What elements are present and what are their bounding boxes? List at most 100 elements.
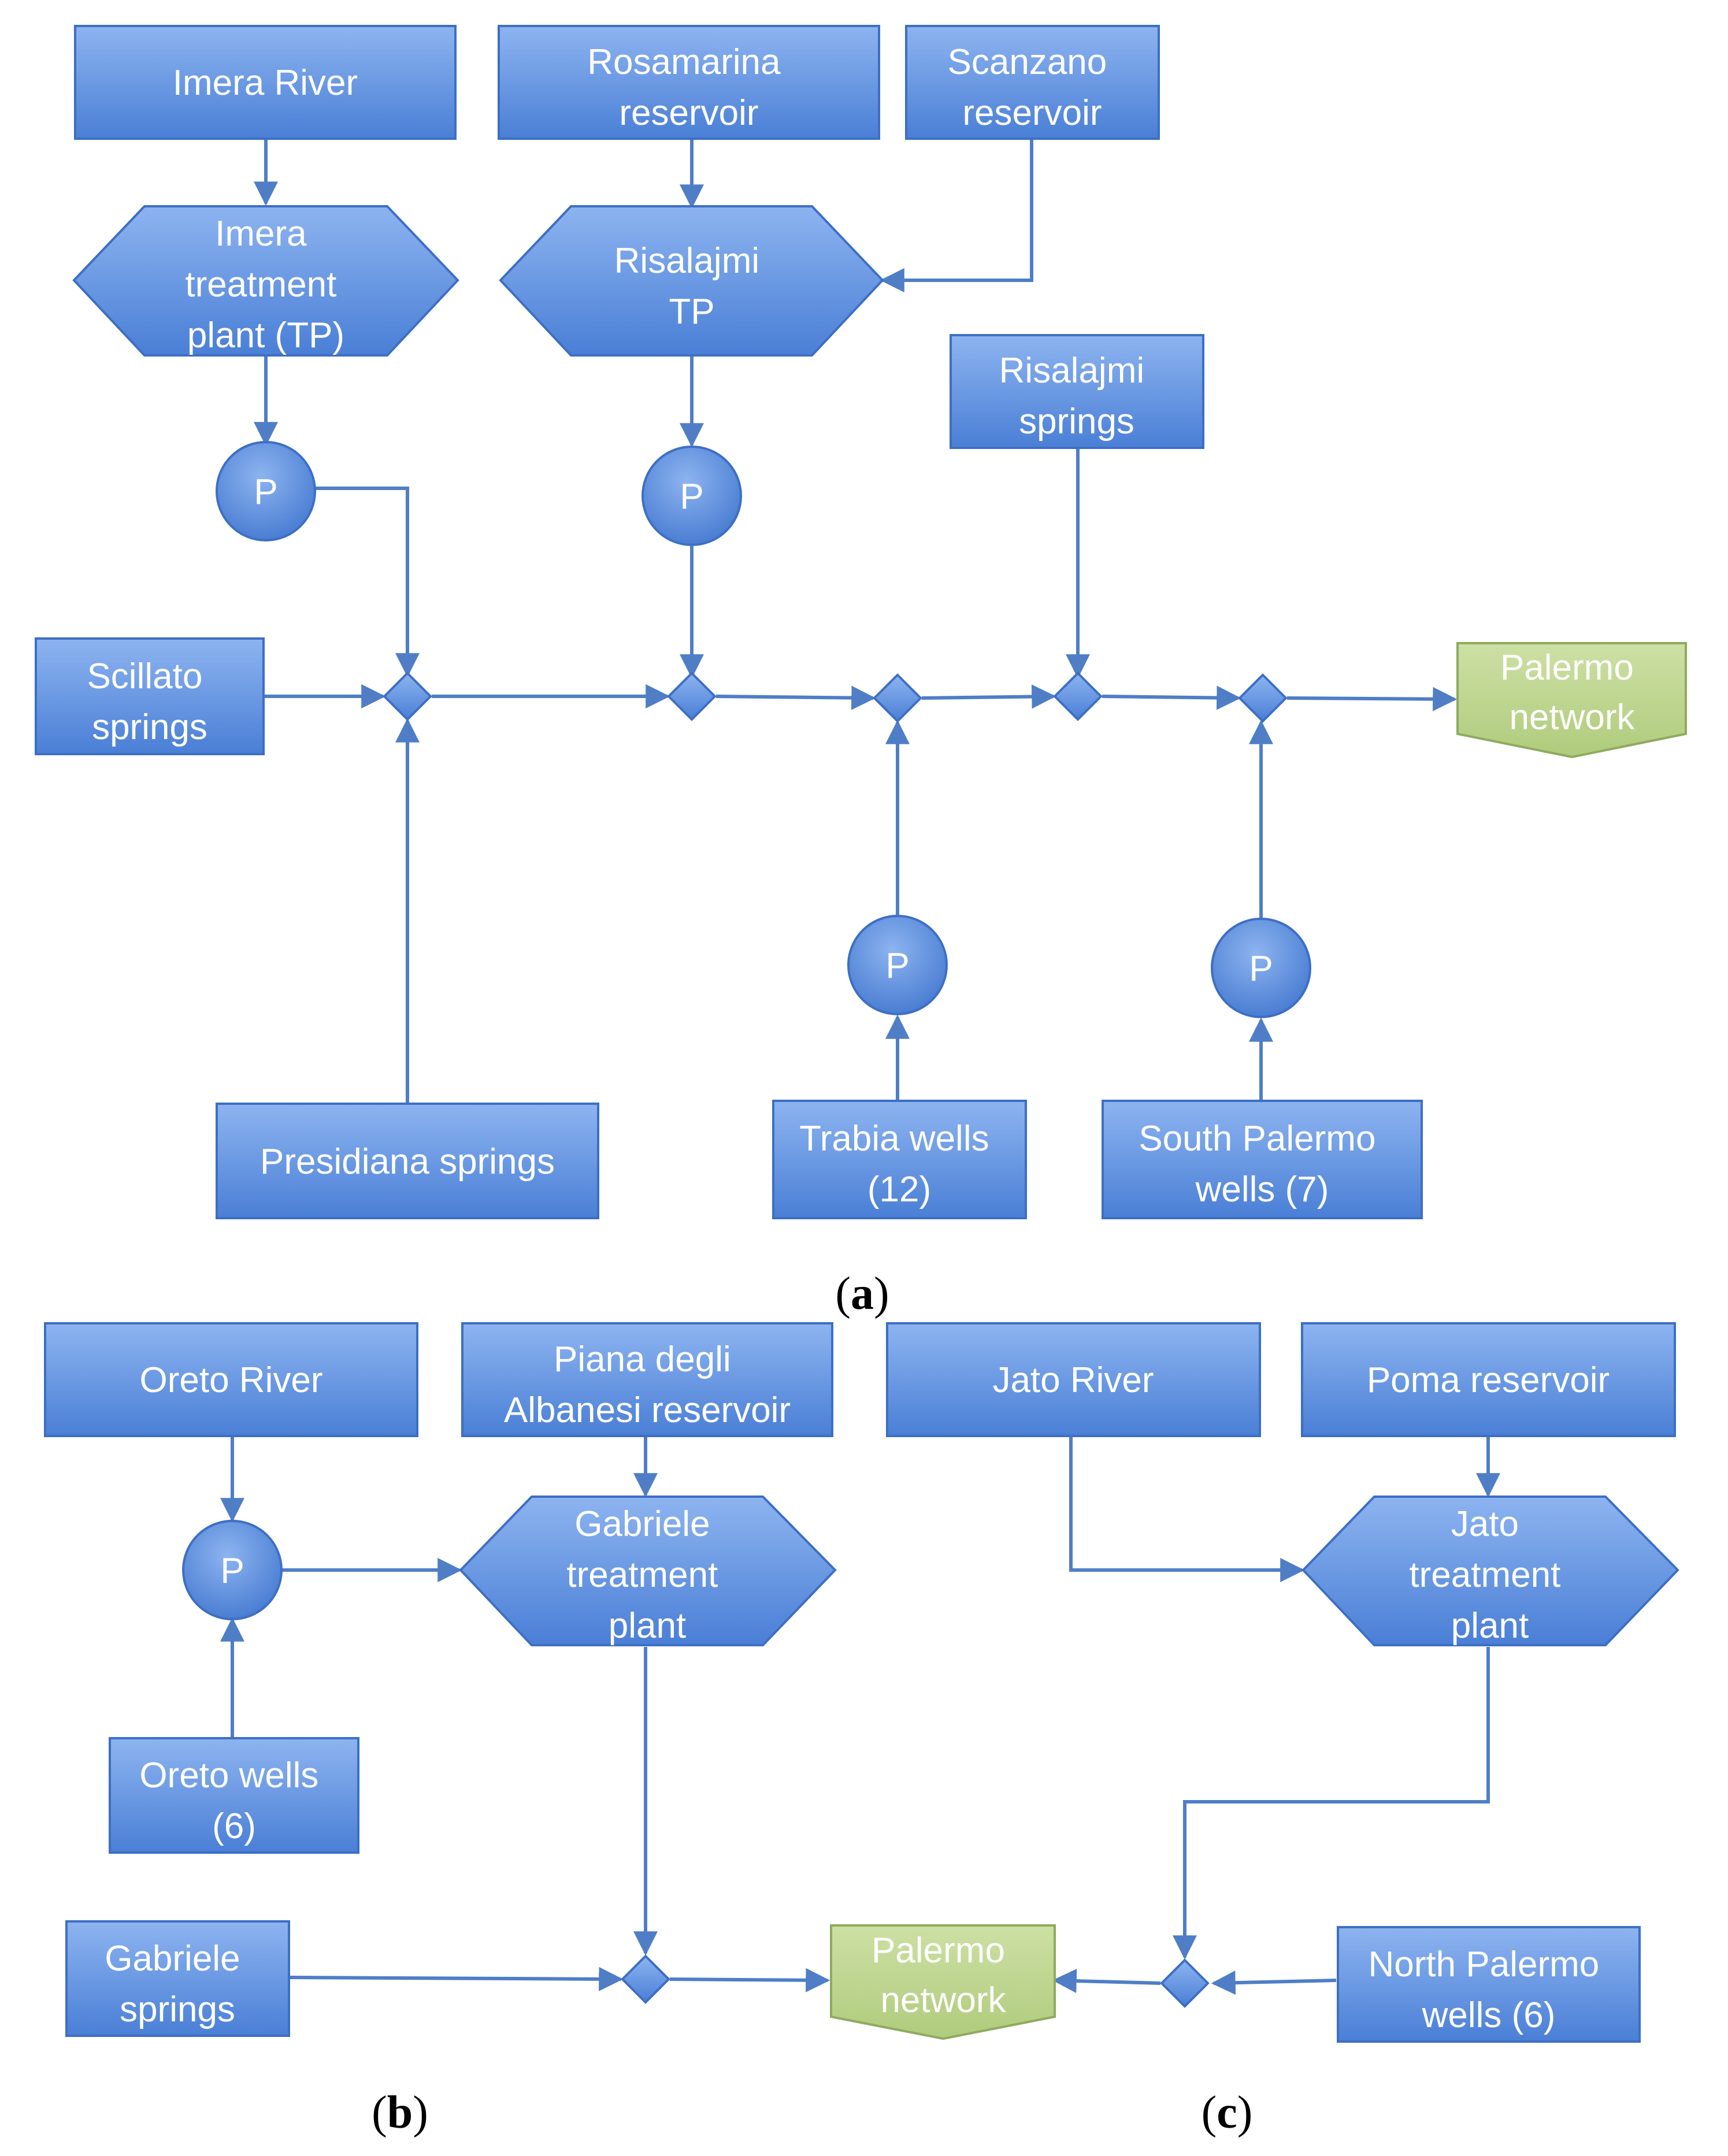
node-label: (6): [212, 1806, 256, 1846]
svg-text:Imera River: Imera River: [173, 63, 358, 103]
node-label: Albanesi reservoir: [504, 1390, 791, 1430]
svg-text:Scanzano reservoir: Scanzano reservoir: [948, 42, 1117, 133]
junction-a2: [667, 671, 717, 721]
node-palermo-network-a: Palermo network: [1456, 642, 1687, 759]
svg-text:Rosamarina reservoir: Rosamarina reservoir: [587, 42, 790, 133]
node-label: Presidiana springs: [260, 1142, 555, 1182]
node-rosamarina-reservoir: Rosamarina reservoir: [498, 25, 880, 140]
node-jato-treatment-plant: Jato treatment plant: [1301, 1496, 1679, 1646]
node-pump-b: P: [182, 1520, 283, 1620]
junction-a4: [1053, 671, 1103, 721]
node-label: Palermo: [872, 1931, 1005, 1971]
svg-text:Piana degli Albanesi r: Piana degli Albanesi reservoir: [504, 1339, 791, 1430]
svg-text:Poma reservoir: Poma reservoir: [1367, 1360, 1610, 1400]
node-label: Gabriele: [574, 1504, 710, 1544]
node-label: wells (6): [1422, 1995, 1556, 2035]
node-label: Rosamarina: [587, 42, 781, 82]
edge-gabriele-springs-to-junction: [288, 1966, 624, 1991]
pump-label: P: [254, 472, 277, 512]
node-label: springs: [120, 1990, 235, 2029]
svg-text:Gabriele springs: Gabriele springs: [105, 1939, 250, 2029]
node-label: Imera River: [173, 63, 358, 103]
node-label: Poma reservoir: [1367, 1360, 1610, 1400]
node-imera-treatment-plant: Imera treatment plant (TP): [72, 205, 459, 357]
node-gabriele-treatment-plant: Gabriele treatment plant: [459, 1496, 837, 1646]
svg-text:Risalajmi TP: Risalajmi TP: [614, 241, 770, 332]
node-label: treatment: [1409, 1555, 1560, 1595]
node-scanzano-reservoir: Scanzano reservoir: [905, 25, 1160, 140]
node-pump-a3: P: [847, 915, 948, 1015]
pump-label: P: [680, 477, 703, 517]
panel-label-b-open: (: [372, 2087, 387, 2138]
node-label: wells (7): [1195, 1170, 1329, 1209]
node-label: Scillato: [87, 656, 202, 696]
edge-pump-a1-to-junction: [316, 487, 420, 678]
node-imera-river: Imera River: [74, 25, 457, 140]
panel-label-c-open: (: [1202, 2087, 1217, 2138]
junction-b: [621, 1954, 670, 2004]
node-risalajmi-springs: Risalajmi springs: [950, 334, 1204, 449]
panel-label-c-close: ): [1237, 2087, 1253, 2138]
node-label: Oreto River: [140, 1360, 323, 1400]
node-label: reservoir: [619, 93, 758, 133]
junction-a1: [383, 671, 432, 721]
edge-main-j5-palermo: [1286, 686, 1458, 711]
svg-text:Jato River: Jato River: [992, 1360, 1154, 1400]
node-label: Palermo: [1500, 648, 1634, 688]
edge-north-palermo-to-junction: [1211, 1971, 1337, 1995]
node-label: TP: [669, 292, 714, 332]
node-label: reservoir: [962, 93, 1102, 133]
node-piana-degli-albanesi-reservoir: Piana degli Albanesi reservoir: [461, 1322, 833, 1437]
svg-text:Scillato springs: Scillato springs: [87, 656, 212, 747]
svg-text:Palermo network: Palermo network: [1500, 648, 1644, 737]
node-jato-river: Jato River: [886, 1322, 1261, 1437]
node-north-palermo-wells: North Palermo wells (6): [1337, 1926, 1641, 2043]
svg-text:Presidiana springs: Presidiana springs: [260, 1142, 555, 1182]
edge-main-j2-j3: [715, 685, 876, 710]
svg-text:Jato treatment: Jato treatment plant: [1409, 1504, 1570, 1646]
panel-label-c: (c): [1202, 2087, 1253, 2138]
node-label: plant: [1451, 1606, 1529, 1646]
svg-text:Palermo network: Palermo network: [872, 1931, 1015, 2020]
panel-label-a: (a): [835, 1268, 889, 1319]
node-scillato-springs: Scillato springs: [35, 637, 265, 755]
node-label: Risalajmi: [999, 351, 1144, 391]
node-label: treatment: [566, 1555, 718, 1595]
svg-text:P: P: [680, 477, 703, 517]
node-label: plant: [609, 1606, 686, 1646]
svg-text:P: P: [254, 472, 277, 512]
node-label: Trabia wells: [799, 1119, 989, 1159]
pump-label: P: [220, 1551, 244, 1591]
edge-main-j4-j5: [1102, 685, 1241, 710]
node-label: treatment: [185, 265, 336, 305]
svg-text:P: P: [885, 946, 909, 986]
connector-lines: [220, 139, 1500, 1995]
panel-label-c-letter: c: [1217, 2087, 1237, 2138]
node-label: Gabriele: [105, 1939, 240, 1979]
edge-jato-tp-to-junction: [1173, 1647, 1490, 1960]
panel-label-b-close: ): [413, 2087, 428, 2138]
node-oreto-wells: Oreto wells (6): [109, 1737, 359, 1854]
node-pump-a2: P: [641, 446, 742, 546]
node-label: North Palermo: [1369, 1945, 1600, 1984]
svg-text:North Palermo wells (6: North Palermo wells (6): [1369, 1945, 1610, 2035]
node-label: network: [880, 1980, 1006, 2020]
panel-label-b: (b): [372, 2087, 428, 2138]
panel-label-a-close: ): [874, 1268, 889, 1319]
svg-text:Gabriele treatment: Gabriele treatment plant: [566, 1504, 728, 1646]
node-label: (12): [867, 1170, 931, 1209]
node-label: Imera: [215, 214, 307, 254]
svg-text:Imera treatment: Imera treatment plant (TP): [185, 214, 346, 355]
svg-text:P: P: [220, 1551, 244, 1591]
pump-label: P: [885, 946, 909, 986]
junction-c: [1160, 1958, 1210, 2008]
node-label: Oreto wells: [139, 1756, 318, 1795]
node-south-palermo-wells: South Palermo wells (7): [1102, 1100, 1423, 1219]
node-pump-a1: P: [216, 441, 316, 541]
node-label: springs: [1019, 402, 1134, 441]
node-oreto-river: Oreto River: [44, 1322, 418, 1437]
node-risalajmi-tp: Risalajmi TP: [499, 205, 884, 357]
node-label: Risalajmi: [614, 241, 759, 281]
svg-text:P: P: [1249, 949, 1273, 989]
edge-scanzano-to-risalajmi-tp: [880, 139, 1033, 292]
